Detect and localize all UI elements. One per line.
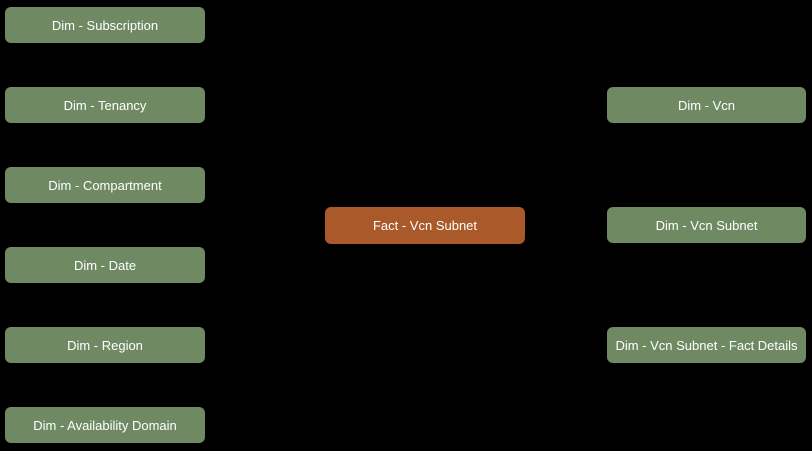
node-label: Dim - Compartment <box>48 177 162 193</box>
dimension-table-node-dim-tenancy[interactable]: Dim - Tenancy <box>5 87 205 123</box>
node-label: Dim - Vcn <box>677 97 736 113</box>
dimension-table-node-dim-compartment[interactable]: Dim - Compartment <box>5 167 205 203</box>
node-label: Dim - Date <box>73 257 137 273</box>
dimension-table-node-dim-subscription[interactable]: Dim - Subscription <box>5 7 205 43</box>
dimension-table-node-dim-date[interactable]: Dim - Date <box>5 247 205 283</box>
node-label: Dim - Vcn Subnet - Fact Details <box>615 337 798 353</box>
node-label: Dim - Subscription <box>51 17 159 33</box>
fact-table-node-fact-vcn-subnet[interactable]: Fact - Vcn Subnet <box>325 207 525 244</box>
dimension-table-node-dim-availability-domain[interactable]: Dim - Availability Domain <box>5 407 205 443</box>
node-label: Fact - Vcn Subnet <box>372 218 478 233</box>
node-label: Dim - Tenancy <box>63 97 147 113</box>
dimension-table-node-dim-vcn[interactable]: Dim - Vcn <box>607 87 806 123</box>
dimension-table-node-dim-vcn-subnet-fact-details[interactable]: Dim - Vcn Subnet - Fact Details <box>607 327 806 363</box>
node-label: Dim - Availability Domain <box>33 417 177 433</box>
node-label: Dim - Vcn Subnet <box>655 217 758 233</box>
node-label: Dim - Region <box>67 337 143 353</box>
dimension-table-node-dim-region[interactable]: Dim - Region <box>5 327 205 363</box>
dimension-table-node-dim-vcn-subnet[interactable]: Dim - Vcn Subnet <box>607 207 806 243</box>
